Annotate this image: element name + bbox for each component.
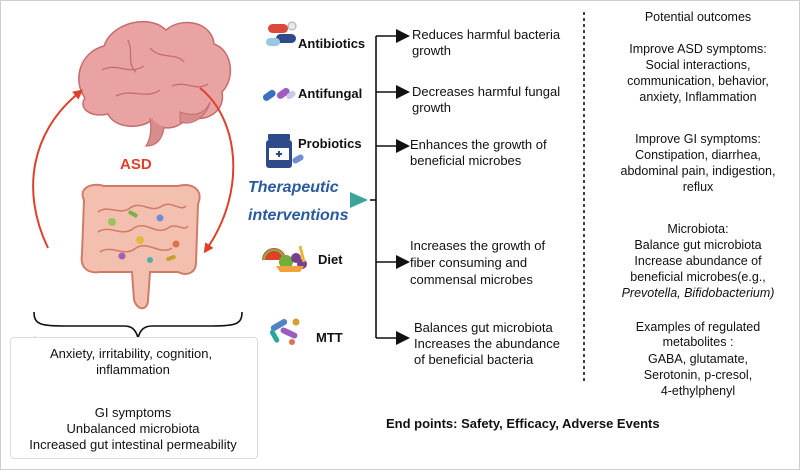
intervention-mtt: MTT — [316, 330, 343, 345]
outcome-microbiota-heading: Microbiota: — [667, 222, 729, 236]
outcome-microbiota-line3: beneficial microbes(e.g., — [630, 270, 766, 284]
outcome-microbiota-line1: Balance gut microbiota — [634, 238, 762, 252]
symptoms-box — [10, 337, 258, 459]
cycle-arrow-up — [32, 89, 84, 249]
outcome-metabolites-heading: Examples of regulated — [635, 320, 761, 334]
effect-diet-1: Increases the growth of — [410, 238, 546, 253]
gut-symptoms-line2: Unbalanced microbiota — [66, 421, 200, 436]
gut-symptoms-line1: GI symptoms — [94, 405, 172, 420]
effect-diet-2: fiber consuming and — [410, 255, 528, 270]
pills-icon — [266, 21, 297, 46]
outcome-metabolites-line3: 4-ethylphenyl — [660, 384, 736, 398]
probiotic-bottle-icon — [266, 134, 304, 168]
outcome-microbiota-line2: Increase abundance of — [634, 254, 762, 268]
symptom-brace — [33, 311, 243, 339]
effect-probiotics-2: beneficial microbes — [410, 153, 522, 168]
microbes-icon — [269, 318, 300, 345]
gut-symptoms-line3: Increased gut intestinal permeability — [29, 437, 237, 452]
intervention-antibiotics: Antibiotics — [298, 36, 366, 51]
intervention-diet: Diet — [318, 252, 343, 267]
cycle-arrow-down — [199, 87, 235, 254]
effect-probiotics-1: Enhances the growth of — [410, 137, 547, 152]
outcome-asd-line3: anxiety, Inflammation — [639, 90, 757, 104]
endpoints-text: End points: Safety, Efficacy, Adverse Ev… — [386, 416, 660, 431]
asd-label: ASD — [120, 156, 152, 173]
outcome-microbiota-line4: Prevotella, Bifidobacterium) — [621, 286, 775, 300]
outcome-gi-line1: Constipation, diarrhea, — [635, 148, 761, 162]
gut-icon — [80, 183, 201, 310]
food-icon — [262, 245, 307, 272]
effect-antifungal-2: growth — [412, 100, 452, 115]
outcome-asd-line1: Social interactions, — [645, 58, 751, 72]
intervention-arrowhead — [350, 192, 368, 208]
brain-symptoms-line1: Anxiety, irritability, cognition, — [50, 346, 213, 361]
effect-mtt-3: of beneficial bacteria — [414, 352, 534, 367]
effect-antibiotics-2: growth — [412, 43, 452, 58]
brain-symptoms-line2: inflammation — [96, 362, 170, 377]
intervention-antifungal: Antifungal — [298, 86, 363, 101]
therapeutic-label-line2: interventions — [248, 207, 349, 224]
capsules-icon — [262, 87, 296, 101]
effect-mtt-1: Balances gut microbiota — [414, 320, 553, 335]
intervention-probiotics: Probiotics — [298, 136, 362, 151]
intervention-bracket — [370, 29, 410, 345]
outcome-gi-line3: reflux — [682, 180, 714, 194]
effect-diet-3: commensal microbes — [410, 272, 533, 287]
outcome-metabolites-heading2: metabolites : — [662, 335, 734, 349]
outcome-gi-heading: Improve GI symptoms: — [635, 132, 761, 146]
effect-antifungal-1: Decreases harmful fungal — [412, 84, 561, 99]
effect-mtt-2: Increases the abundance — [414, 336, 560, 351]
outcome-asd-line2: communication, behavior, — [627, 74, 769, 88]
outcomes-title: Potential outcomes — [644, 10, 752, 24]
outcome-gi-line2: abdominal pain, indigestion, — [620, 164, 776, 178]
outcome-asd-heading: Improve ASD symptoms: — [629, 42, 767, 56]
brain-icon — [78, 21, 232, 147]
outcome-metabolites-line1: GABA, glutamate, — [647, 352, 749, 366]
therapeutic-label-line1: Therapeutic — [248, 179, 339, 196]
effect-antibiotics-1: Reduces harmful bacteria — [412, 27, 561, 42]
outcome-metabolites-line2: Serotonin, p-cresol, — [643, 368, 753, 382]
